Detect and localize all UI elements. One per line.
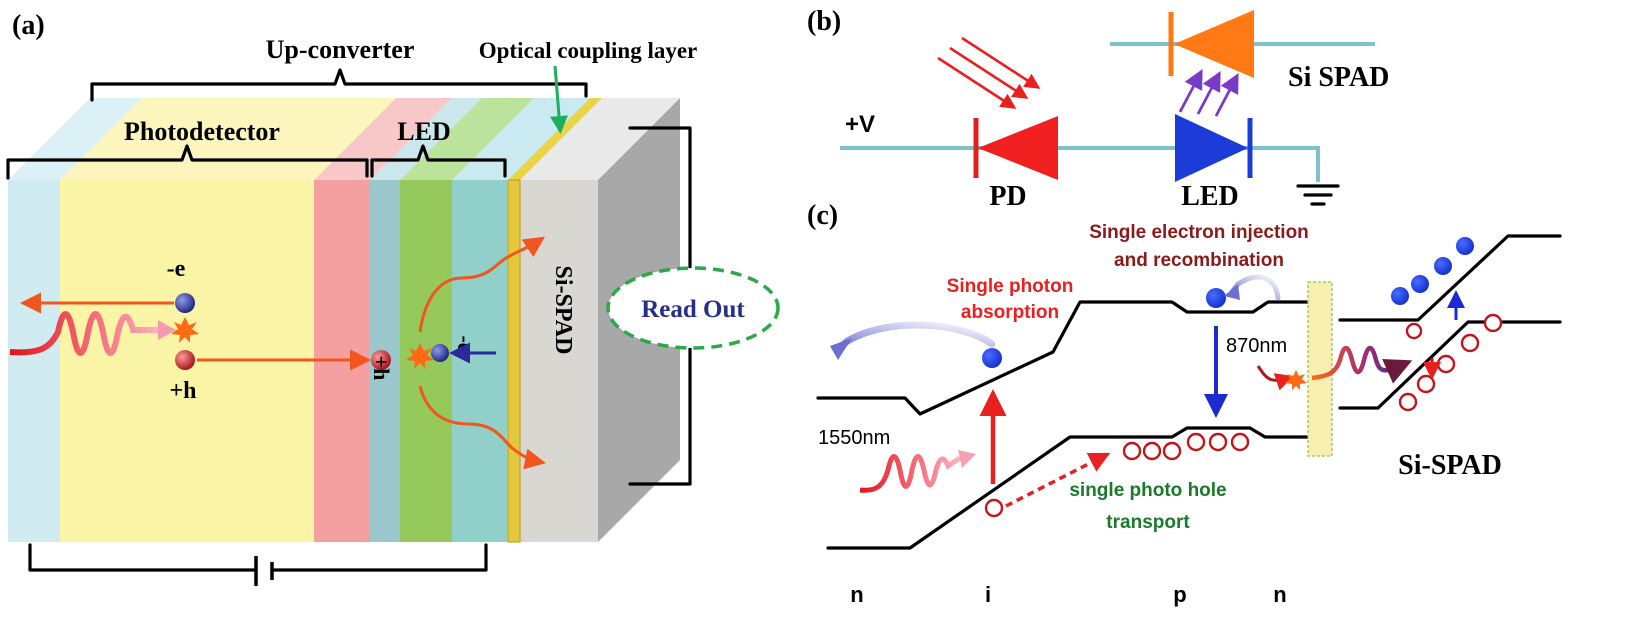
spad-top-face [520,98,680,180]
region-n-left: n [850,582,863,607]
led-layer-2 [400,180,452,542]
absorption-label-line1: Single photon [947,276,1074,297]
up-converter-label: Up-converter [266,35,415,64]
spad-conduction-band [1338,234,1562,322]
photodetector-label: Photodetector [124,117,280,146]
bias-wire-left [28,543,258,572]
led-emission-ray-2 [1196,71,1221,115]
photon-870-wave [1311,345,1413,384]
spad-electron-3 [1434,257,1452,275]
pd-light-ray-3 [961,36,1041,89]
led-label: LED [1181,181,1239,212]
injection-label-line2: and recombination [1114,250,1284,271]
region-n-right: n [1273,582,1286,607]
ground-icon [1296,184,1340,206]
led-emission-ray-3 [1214,73,1239,117]
led-electron-label: -e [453,335,478,352]
transport-label-line1: single photo hole [1069,480,1226,501]
recombination-spark-icon [406,343,434,369]
led-layer-3 [452,180,508,542]
read-out-ellipse [606,266,780,350]
wavelength-1550-label: 1550nm [818,427,890,449]
photo-hole [984,498,1004,518]
coupling-layer-strip [1307,281,1333,457]
spad-electron-4 [1456,237,1474,255]
coupling-arrow [550,65,569,134]
panel-c: (c) [807,200,1562,607]
injection-label-line1: Single electron injection [1089,222,1309,243]
absorption-spark-icon [171,317,199,343]
pd-diode-icon [978,116,1058,180]
led-hole-particle [371,350,391,370]
panel-a-tag: (a) [12,10,45,41]
led-label: LED [397,117,450,146]
up-converter-bracket [90,68,588,102]
emitted-photon-up [418,236,545,333]
si-spad-block [520,180,598,542]
emitted-photon-down [418,385,546,470]
pd-label: PD [989,181,1026,212]
front-layer [8,180,60,542]
region-i: i [985,582,991,607]
si-spad-label: Si-SPAD [550,266,576,355]
hole-label: +h [169,378,196,404]
led-bracket [370,144,507,178]
pd-light-ray-1 [937,56,1017,109]
led-electron-particle [431,344,449,362]
electron-particle [175,293,195,313]
electron-injection-curve [1229,274,1281,301]
hole-group-p [1122,432,1250,461]
electron-label: -e [167,256,186,282]
photon-1550-wave [859,454,962,493]
absorption-label-line2: absorption [961,302,1059,323]
hole-group-spad [1398,313,1503,412]
read-out-label: Read Out [641,296,745,323]
transport-label-line2: transport [1106,512,1190,533]
photodetector-bracket [6,144,369,180]
conduction-band [816,300,1312,416]
injected-electron [1206,288,1226,308]
led-hole-label: +h [369,356,394,381]
si-spad-circuit-label: Si SPAD [1288,62,1389,93]
pd-light-ray-2 [949,46,1029,99]
hole-particle [175,350,195,370]
hole-transport-arrow [1005,452,1111,508]
circuit-wire [840,146,1320,182]
device-stack [8,98,680,543]
panel-b-tag: (b) [807,6,841,37]
panel-a: (a) [6,10,780,586]
photon-1550-arrowhead [958,450,976,468]
incoming-photon-arrowhead [158,320,176,340]
electron-collection-arrowhead [830,338,852,360]
si-spad-band-label: Si-SPAD [1398,450,1502,481]
spad-electron-2 [1411,275,1429,293]
panel-b: (b) +V PD LED Si SPAD [807,6,1389,212]
emission-arrow-small [1256,365,1294,391]
optical-coupling-layer [507,179,521,543]
spad-electron-1 [1391,287,1409,305]
supply-label: +V [845,111,875,138]
region-p: p [1173,582,1186,607]
wavelength-870-label: 870nm [1226,335,1287,357]
optical-coupling-label: Optical coupling layer [479,38,698,63]
panel-c-tag: (c) [807,200,838,231]
emission-spark-icon [1285,370,1307,390]
bias-wire-right [270,543,488,572]
led-emission-ray-1 [1178,69,1203,113]
valence-band [826,426,1312,550]
electron-collection-curve [834,321,996,354]
led-diode-icon [1175,114,1248,182]
coupling-layer-top [508,98,602,180]
incoming-photon-wave [9,311,160,356]
photo-electron [982,348,1002,368]
spad-diode-icon [1174,10,1254,78]
electron-injection-arrowhead [1224,284,1240,300]
